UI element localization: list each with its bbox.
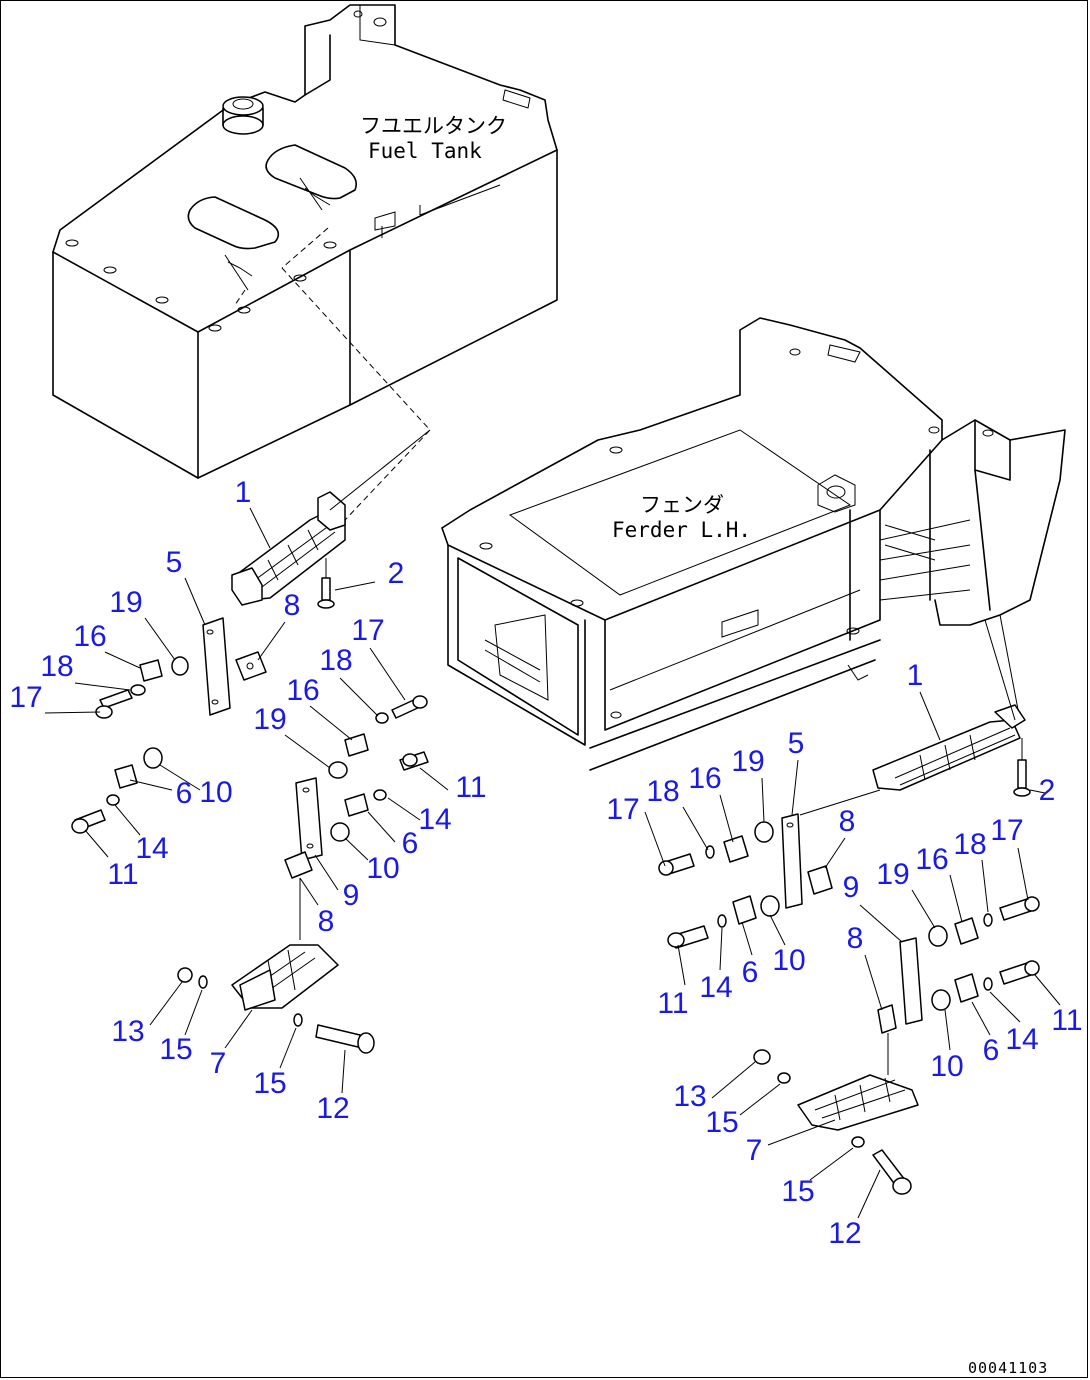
fender — [441, 317, 1066, 771]
callout-right-9: 9 — [843, 871, 860, 904]
callout-right-12: 12 — [828, 1217, 861, 1250]
callout-right-11: 11 — [657, 987, 688, 1020]
callout-left-6: 6 — [176, 777, 193, 810]
callout-left-19: 19 — [109, 586, 142, 619]
callout-right-6: 6 — [983, 1034, 1000, 1067]
callout-right-10: 10 — [772, 944, 805, 977]
callout-left-7: 7 — [210, 1047, 227, 1080]
callout-left-6: 6 — [402, 827, 419, 860]
callout-right-8: 8 — [839, 805, 856, 838]
callout-left-5: 5 — [166, 546, 183, 579]
fender-label-en: Ferder L.H. — [612, 518, 751, 542]
callout-left-8: 8 — [318, 905, 335, 938]
callout-right-13: 13 — [673, 1080, 706, 1113]
callout-right-16: 16 — [915, 843, 948, 876]
fuel-tank-label-jp: フユエルタンク — [360, 114, 507, 138]
callout-right-1: 1 — [907, 659, 924, 692]
callout-right-18: 18 — [953, 828, 986, 861]
drawing-code: 00041103 — [968, 1359, 1048, 1377]
callout-left-13: 13 — [111, 1015, 144, 1048]
callout-right-11: 11 — [1051, 1004, 1082, 1037]
fender-label-jp: フェンダ — [640, 493, 724, 517]
callout-right-16: 16 — [688, 762, 721, 795]
callout-right-6: 6 — [742, 956, 759, 989]
callout-left-16: 16 — [286, 674, 319, 707]
fuel-tank — [52, 4, 558, 521]
callout-right-5: 5 — [788, 727, 805, 760]
callout-left-11: 11 — [107, 858, 138, 891]
callout-numbers: 1258191618171718161910614111114610981315… — [9, 476, 1082, 1250]
callout-left-1: 1 — [235, 476, 252, 509]
fuel-tank-label-en: Fuel Tank — [368, 139, 482, 163]
callout-right-17: 17 — [606, 793, 639, 826]
left-bracket-assembly — [71, 491, 429, 1054]
callout-right-19: 19 — [731, 745, 764, 778]
callout-left-12: 12 — [316, 1092, 349, 1125]
callout-left-18: 18 — [40, 650, 73, 683]
callout-right-19: 19 — [876, 858, 909, 891]
callout-left-14: 14 — [418, 803, 451, 836]
callout-left-16: 16 — [73, 620, 106, 653]
callout-right-10: 10 — [930, 1050, 963, 1083]
callout-left-9: 9 — [343, 879, 360, 912]
callout-right-8: 8 — [847, 922, 864, 955]
callout-left-2: 2 — [388, 557, 405, 590]
callout-right-18: 18 — [646, 775, 679, 808]
callout-left-19: 19 — [253, 703, 286, 736]
leader-lines — [44, 429, 1061, 1219]
callout-right-17: 17 — [990, 814, 1023, 847]
callout-left-11: 11 — [455, 771, 486, 804]
callout-left-14: 14 — [135, 832, 168, 865]
callout-right-15: 15 — [705, 1106, 738, 1139]
callout-left-8: 8 — [284, 589, 301, 622]
callout-left-18: 18 — [319, 644, 352, 677]
callout-left-10: 10 — [199, 776, 232, 809]
callout-right-2: 2 — [1039, 774, 1056, 807]
callout-left-17: 17 — [9, 681, 42, 714]
callout-right-14: 14 — [699, 971, 732, 1004]
callout-left-10: 10 — [366, 852, 399, 885]
callout-right-7: 7 — [746, 1134, 763, 1167]
callout-right-15: 15 — [781, 1175, 814, 1208]
callout-left-15: 15 — [253, 1067, 286, 1100]
callout-left-17: 17 — [351, 614, 384, 647]
callout-left-15: 15 — [159, 1033, 192, 1066]
right-bracket-assembly — [658, 704, 1040, 1195]
callout-right-14: 14 — [1005, 1023, 1038, 1056]
